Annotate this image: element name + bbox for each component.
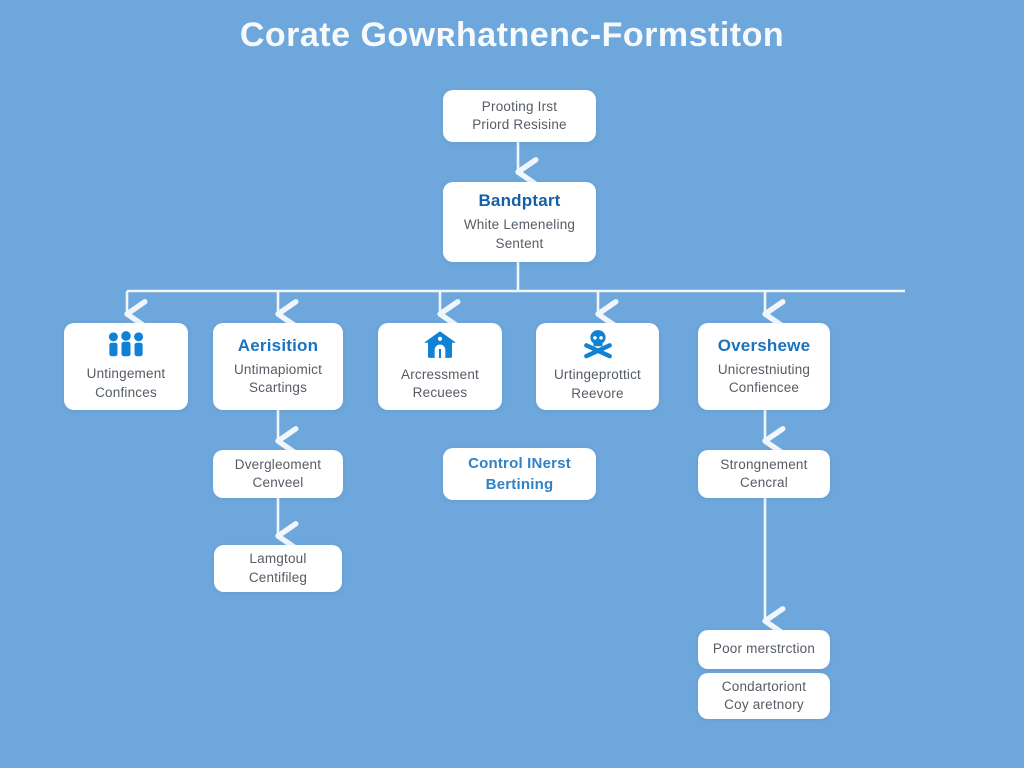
- node-label: Priord Resisine: [472, 117, 567, 132]
- node-label: Untimapiomict: [233, 361, 323, 377]
- node-label: Prooting Irst: [481, 98, 558, 114]
- node-label: Reevore: [571, 385, 624, 401]
- house-icon: [424, 331, 456, 359]
- node-dvergleoment[interactable]: Dvergleoment Cenveel: [213, 450, 343, 498]
- node-label: Arcressment: [401, 366, 479, 382]
- node-label: Poor merstrction: [712, 641, 816, 657]
- node-label: Centifileg: [248, 569, 308, 585]
- skull-icon: [581, 330, 615, 359]
- node-bandptart[interactable]: Bandptart White Lemeneling Sentent: [443, 182, 596, 262]
- node-label: Untingement: [86, 366, 166, 382]
- node-heading: Bandptart: [478, 191, 561, 211]
- node-poor-merstrction[interactable]: Poor merstrction: [698, 630, 830, 669]
- people-icon: [107, 331, 145, 358]
- node-label: White Lemeneling: [463, 217, 576, 233]
- node-untingement[interactable]: Untingement Confinces: [64, 323, 188, 410]
- node-label: Coy aretnory: [724, 697, 804, 712]
- node-label: Strongnement: [720, 456, 808, 472]
- node-label: Sentent: [495, 235, 544, 251]
- node-heading: Overshewe: [717, 335, 811, 355]
- page-title: Corate Gowʀhatnenc-Formstiton: [239, 16, 785, 54]
- node-label: Control INerst: [468, 455, 571, 472]
- node-strongnement[interactable]: Strongnement Cencral: [698, 450, 830, 498]
- node-label: Cenveel: [252, 475, 304, 490]
- node-label: Recuees: [412, 385, 468, 400]
- node-control-inerst[interactable]: Control INerst Bertining: [443, 448, 596, 500]
- node-arcressment[interactable]: Arcressment Recuees: [378, 323, 502, 410]
- node-label: Unicrestniuting: [717, 361, 811, 377]
- node-lamgtoul[interactable]: Lamgtoul Centifileg: [214, 545, 342, 592]
- node-condartoriont[interactable]: Condartoriont Coy aretnory: [698, 673, 830, 719]
- node-label: Dvergleoment: [234, 456, 322, 472]
- node-label: Urtingeprottict: [553, 367, 642, 383]
- node-label: Confinces: [95, 384, 157, 400]
- node-overshewe[interactable]: Overshewe Unicrestniuting Confiencee: [698, 323, 830, 410]
- node-urtingeprottict[interactable]: Urtingeprottict Reevore: [536, 323, 659, 410]
- node-label: Confiencee: [728, 380, 800, 395]
- node-label: Cencral: [740, 475, 788, 490]
- node-label: Bertining: [485, 476, 554, 493]
- node-label: Lamgtoul: [249, 551, 307, 567]
- node-heading: Aerisition: [237, 335, 319, 355]
- node-label: Scartings: [248, 380, 308, 395]
- node-aerisition[interactable]: Aerisition Untimapiomict Scartings: [213, 323, 343, 410]
- node-root[interactable]: Prooting Irst Priord Resisine: [443, 90, 596, 142]
- node-label: Condartoriont: [721, 678, 807, 694]
